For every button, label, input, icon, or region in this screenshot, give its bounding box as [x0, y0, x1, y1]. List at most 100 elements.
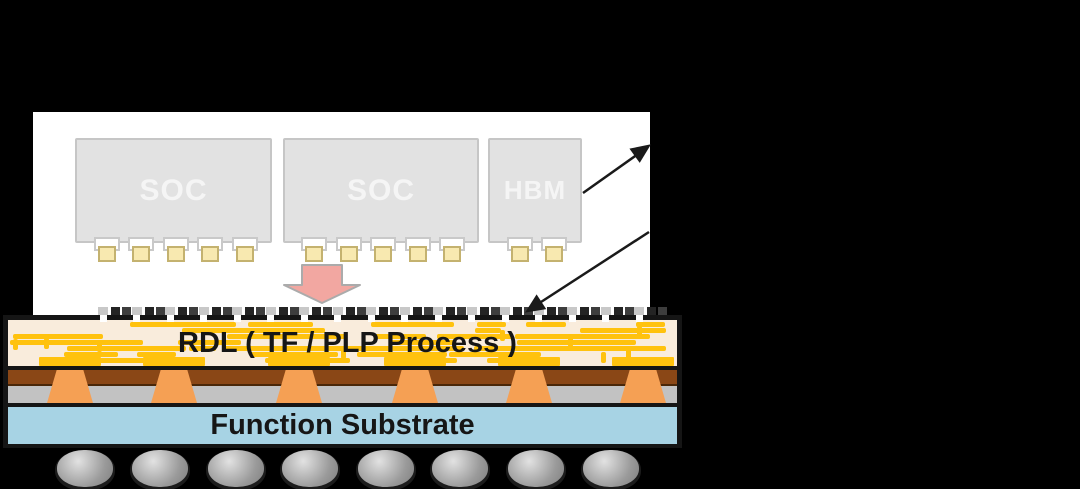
rdl-top-via-slot	[166, 315, 174, 322]
rdl-top-via-slot	[468, 315, 475, 322]
rdl-trace	[73, 340, 136, 345]
microbump-light	[299, 307, 309, 315]
microbump-light	[399, 307, 410, 315]
microbump-dark	[211, 307, 221, 315]
via-pad	[268, 357, 330, 366]
rdl-trace-via	[13, 338, 19, 350]
rdl-trace	[207, 328, 284, 333]
microbump-dark	[658, 307, 667, 315]
microbump-dark	[412, 307, 422, 315]
rdl-top-via-slot	[401, 315, 408, 322]
microbump-light	[98, 307, 108, 315]
package-stack: RDL ( TF / PLP Process ) Function Substr…	[3, 315, 682, 448]
rdl-trace-via	[626, 347, 632, 359]
chip-bump	[408, 246, 427, 262]
rdl-top-via-slot	[267, 315, 274, 322]
microbump-dark	[557, 307, 567, 315]
chip-label: SOC	[139, 173, 208, 207]
microbump-light	[165, 307, 175, 315]
rdl-trace-via	[636, 326, 642, 338]
rdl-trace	[533, 346, 611, 351]
rdl-top-via-slot	[568, 315, 576, 322]
rdl-trace	[564, 334, 595, 339]
rdl-top-via-slot	[635, 315, 643, 322]
rdl-trace	[94, 346, 128, 351]
chip-bump	[235, 246, 254, 262]
rdl-trace	[372, 346, 451, 351]
rdl-top-via-slot	[334, 315, 341, 322]
chip-soc-0: SOC	[75, 138, 272, 262]
microbump-light	[500, 307, 510, 315]
microbump-dark	[647, 307, 656, 315]
rdl-trace	[636, 322, 666, 327]
solder-ball	[282, 450, 338, 487]
via-pad	[384, 357, 446, 366]
function-substrate-layer: Function Substrate	[8, 407, 677, 444]
rdl-trace	[515, 334, 604, 339]
microbump-dark	[490, 307, 500, 315]
rdl-trace	[224, 346, 323, 351]
rdl-trace	[371, 322, 440, 327]
bonding-layer	[8, 370, 677, 386]
rdl-bottom-border	[8, 366, 677, 370]
solder-ball	[132, 450, 188, 487]
rdl-trace-via	[499, 329, 505, 341]
microbump-dark	[379, 307, 388, 315]
rdl-top-via-slot	[535, 315, 542, 322]
rdl-trace-via	[601, 351, 607, 363]
microbump-light	[198, 307, 209, 315]
rdl-trace	[63, 352, 94, 357]
chip-label: HBM	[503, 175, 567, 205]
chip-soc-1: SOC	[283, 138, 479, 262]
microbump-dark	[222, 307, 232, 315]
rdl-trace	[525, 322, 561, 327]
microbump-light	[366, 307, 376, 315]
rdl-trace	[79, 352, 118, 357]
chip-bump	[545, 246, 564, 262]
rdl-layer-label: RDL ( TF / PLP Process )	[178, 326, 517, 359]
solder-ball	[583, 450, 639, 487]
rdl-trace	[242, 334, 311, 339]
rdl-trace	[181, 328, 218, 333]
rdl-top-via-slot	[233, 315, 241, 322]
rdl-top-via-slot	[133, 315, 140, 322]
microbump-dark	[624, 307, 634, 315]
microbump-dark	[256, 307, 265, 315]
microbump-dark	[144, 307, 154, 315]
chip-bump	[339, 246, 358, 262]
chip-bump	[201, 246, 219, 262]
rdl-trace	[391, 340, 455, 345]
substrate-top-border	[8, 403, 677, 407]
intermediate-layer	[8, 386, 677, 403]
rdl-trace	[374, 334, 427, 339]
microbump-light	[567, 307, 577, 315]
rdl-trace	[129, 322, 216, 327]
rdl-trace	[320, 346, 343, 351]
microbump-light	[600, 307, 611, 315]
rdl-top-via-slot	[300, 315, 308, 322]
rdl-trace-via	[340, 348, 346, 360]
rdl-trace	[477, 322, 506, 327]
microbump-dark	[390, 307, 399, 315]
chip-hbm-2: HBM	[488, 138, 582, 262]
rdl-trace	[249, 352, 327, 357]
rdl-trace-via	[43, 337, 49, 349]
rdl-top-via-slot	[434, 315, 442, 322]
function-substrate-label: Function Substrate	[210, 409, 475, 441]
rdl-trace	[256, 328, 326, 333]
rdl-trace	[473, 346, 560, 351]
microbump-light	[634, 307, 644, 315]
via-pad	[39, 357, 101, 366]
rdl-trace	[516, 340, 552, 345]
microbump-dark	[580, 307, 589, 315]
microbump-light	[131, 307, 142, 315]
rdl-trace	[598, 334, 650, 339]
microbump-dark	[446, 307, 455, 315]
chip-bump	[132, 246, 150, 262]
solder-ball	[432, 450, 488, 487]
rdl-trace	[580, 328, 666, 333]
chip-label: SOC	[346, 173, 415, 207]
chip-bump	[443, 246, 461, 262]
rdl-trace	[565, 340, 636, 345]
microbump-dark	[245, 307, 254, 315]
